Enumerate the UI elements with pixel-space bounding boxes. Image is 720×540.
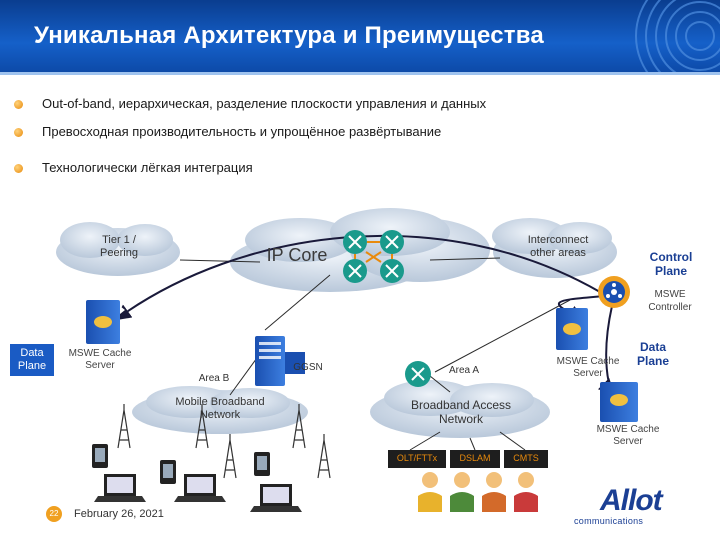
slide-number: 22 <box>46 506 62 522</box>
control-plane-label: Control Plane <box>649 250 693 278</box>
tier1-cloud <box>56 222 180 276</box>
mswe-controller-label: MSWE Controller <box>648 289 692 313</box>
data-plane-right-label: Data Plane <box>636 340 669 368</box>
bullet-item: Технологически лёгкая интеграция <box>14 160 674 178</box>
cmts-label: CMTS <box>513 453 539 463</box>
logo-subtitle: communications <box>574 516 644 526</box>
broadband-access-cloud <box>370 380 550 438</box>
title-divider <box>0 72 720 75</box>
mswe-controller-icon <box>598 276 630 308</box>
ggsn-label: GGSN <box>293 362 323 373</box>
bullet-text: Превосходная производительность и упрощё… <box>42 124 442 139</box>
area-a-label: Area A <box>448 365 480 376</box>
data-plane-left-badge: Data Plane <box>10 344 54 376</box>
ip-core-label: IP Core <box>266 245 328 265</box>
mswe-cache-left-label: MSWE Cache Server <box>68 348 132 371</box>
subscriber-figures <box>418 472 538 512</box>
olt-box <box>388 450 446 468</box>
footer-date: February 26, 2021 <box>74 508 164 520</box>
bullet-item: Превосходная производительность и упрощё… <box>14 124 674 142</box>
bullet-item: Out-of-band, иерархическая, разделение п… <box>14 96 674 114</box>
banner-decoration <box>635 0 720 72</box>
bullet-dot-icon <box>14 128 23 137</box>
title-banner: Уникальная Архитектура и Преимущества <box>0 0 720 72</box>
olt-label: OLT/FTTx <box>396 453 438 463</box>
bullet-dot-icon <box>14 100 23 109</box>
core-routers <box>343 230 404 283</box>
bullet-text: Out-of-band, иерархическая, разделение п… <box>42 96 487 111</box>
mobile-broadband-label: Mobile Broadband Network <box>175 396 265 421</box>
interconnect-label: Interconnect other areas <box>527 234 589 259</box>
cell-towers <box>117 404 331 479</box>
dslam-box <box>450 450 500 468</box>
mobile-devices <box>92 444 302 512</box>
bullet-text: Технологически лёгкая интеграция <box>42 160 253 175</box>
bullet-dot-icon <box>14 164 23 173</box>
cache-server-right-icon <box>556 308 588 350</box>
mswe-cache-lower-label: MSWE Cache Server <box>596 424 660 447</box>
broadband-access-label: Broadband Access Network <box>410 398 512 426</box>
allot-logo: Allot communications <box>568 484 708 528</box>
cache-server-lower-icon <box>600 382 638 422</box>
mobile-broadband-cloud <box>132 386 308 434</box>
area-a-router <box>405 361 431 387</box>
cache-server-left-icon <box>86 300 125 344</box>
dslam-label: DSLAM <box>459 453 491 463</box>
logo-wordmark: Allot <box>600 484 663 517</box>
tier1-label: Tier 1 / Peering <box>100 234 138 259</box>
interconnect-cloud <box>492 218 617 278</box>
area-b-label: Area B <box>198 373 230 384</box>
cmts-box <box>504 450 548 468</box>
ggsn-server-icon <box>255 336 305 386</box>
slide-title: Уникальная Архитектура и Преимущества <box>34 22 544 49</box>
mswe-cache-right-label: MSWE Cache Server <box>556 356 620 379</box>
